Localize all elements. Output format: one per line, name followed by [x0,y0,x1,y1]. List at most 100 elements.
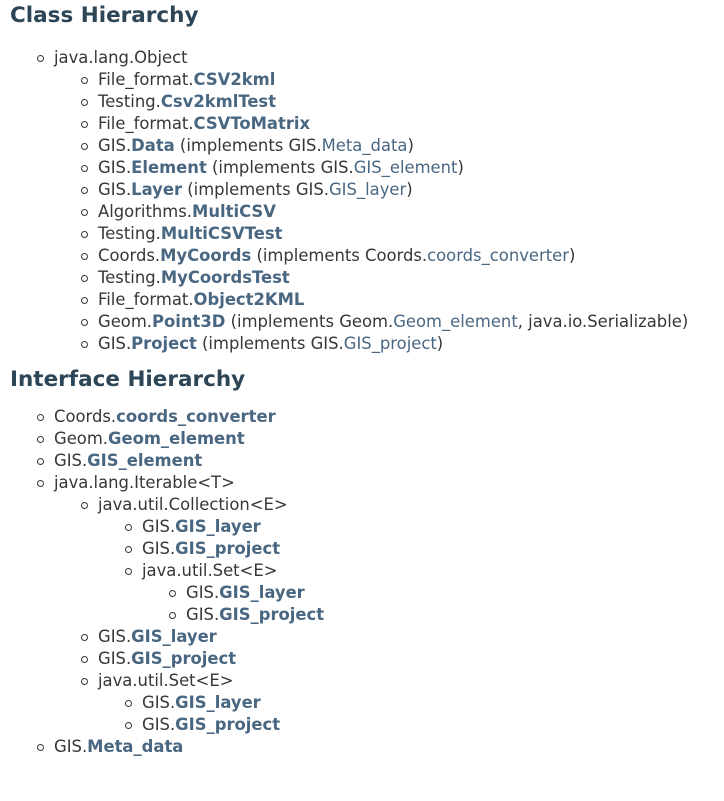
interface-link[interactable]: GIS_project [131,649,237,668]
set-label: java.util.Set<E> [142,561,278,580]
tree-item: GIS.GIS_layer [81,626,724,648]
package-name: File_format. [98,290,194,309]
implements-prefix: (implements GIS. [182,180,329,199]
implements-suffix: ) [406,180,413,199]
tree-item: GIS.GIS_project [125,714,724,736]
class-hierarchy-heading: Class Hierarchy [10,3,199,28]
class-link[interactable]: Project [131,334,197,353]
tree-item: java.lang.Iterable<T> java.util.Collecti… [37,472,724,736]
package-name: Algorithms. [98,202,193,221]
implemented-interface-link[interactable]: coords_converter [427,246,569,265]
implements-prefix: (implements GIS. [196,334,344,353]
class-link[interactable]: Element [131,158,207,177]
implemented-interface-link[interactable]: Meta_data [321,136,408,155]
tree-item: Coords.coords_converter [37,406,724,428]
package-name: Coords. [98,246,161,265]
tree-item: GIS.GIS_element [37,450,724,472]
interface-link[interactable]: coords_converter [116,407,276,426]
interface-link[interactable]: GIS_layer [175,693,261,712]
implements-suffix: , java.io.Serializable) [517,312,689,331]
tree-item: GIS.Layer (implements GIS.GIS_layer) [81,179,724,201]
package-name: GIS. [186,583,220,602]
interface-link[interactable]: Meta_data [87,737,184,756]
package-name: GIS. [98,649,132,668]
implements-suffix: ) [457,158,464,177]
class-link[interactable]: MyCoords [160,246,252,265]
package-name: GIS. [54,451,88,470]
tree-item: GIS.Element (implements GIS.GIS_element) [81,157,724,179]
set-children: GIS.GIS_layer GIS.GIS_project [142,582,724,626]
package-name: Testing. [98,92,161,111]
interface-link[interactable]: GIS_layer [175,517,261,536]
package-name: Testing. [98,224,161,243]
interface-link[interactable]: GIS_layer [219,583,305,602]
package-name: GIS. [186,605,220,624]
package-name: GIS. [54,737,88,756]
implemented-interface-link[interactable]: Geom_element [393,312,518,331]
class-link[interactable]: MyCoordsTest [160,268,290,287]
class-link[interactable]: MultiCSVTest [160,224,283,243]
set-children: GIS.GIS_layer GIS.GIS_project [98,692,724,736]
class-link[interactable]: Csv2kmlTest [160,92,277,111]
tree-item: java.util.Set<E> GIS.GIS_layer GIS.GIS_p… [81,670,724,736]
interface-link[interactable]: GIS_project [175,715,281,734]
implemented-interface-link[interactable]: GIS_element [353,158,458,177]
collection-label: java.util.Collection<E> [98,495,288,514]
package-name: File_format. [98,70,194,89]
class-link[interactable]: Layer [131,180,183,199]
tree-item: Geom.Point3D (implements Geom.Geom_eleme… [81,311,724,333]
interface-link[interactable]: Geom_element [108,429,245,448]
interface-hierarchy-heading: Interface Hierarchy [10,367,246,392]
set-label: java.util.Set<E> [98,671,234,690]
tree-item: GIS.GIS_layer [169,582,724,604]
package-name: GIS. [98,136,132,155]
tree-item: Testing.Csv2kmlTest [81,91,724,113]
implements-suffix: ) [407,136,414,155]
implemented-interface-link[interactable]: GIS_layer [328,180,407,199]
tree-item: GIS.GIS_layer [125,692,724,714]
tree-item: GIS.GIS_project [81,648,724,670]
interface-tree: Coords.coords_converter Geom.Geom_elemen… [0,406,724,758]
tree-item: GIS.GIS_project [169,604,724,626]
tree-item: java.util.Set<E> GIS.GIS_layer GIS.GIS_p… [125,560,724,626]
interface-link[interactable]: GIS_project [219,605,325,624]
implemented-interface-link[interactable]: GIS_project [343,334,437,353]
tree-item: GIS.GIS_layer [125,516,724,538]
interface-link[interactable]: GIS_layer [131,627,217,646]
implements-suffix: ) [436,334,444,353]
object-label: java.lang.Object [54,48,188,67]
interface-link[interactable]: GIS_element [87,451,203,470]
package-name: GIS. [98,158,132,177]
package-name: GIS. [142,693,176,712]
iterable-children: java.util.Collection<E> GIS.GIS_layer GI… [54,494,724,736]
class-link[interactable]: CSVToMatrix [193,114,311,133]
package-name: GIS. [142,715,176,734]
tree-item: Algorithms.MultiCSV [81,201,724,223]
tree-item: GIS.GIS_project [125,538,724,560]
implements-prefix: (implements GIS. [174,136,322,155]
package-name: GIS. [98,334,132,353]
package-name: GIS. [142,517,176,536]
implements-prefix: (implements Geom. [225,312,394,331]
package-name: GIS. [142,539,176,558]
class-link[interactable]: CSV2kml [193,70,276,89]
class-link[interactable]: Object2KML [193,290,305,309]
class-link[interactable]: Data [131,136,175,155]
tree-item: File_format.CSVToMatrix [81,113,724,135]
class-link[interactable]: MultiCSV [192,202,276,221]
tree-item: Testing.MultiCSVTest [81,223,724,245]
implements-prefix: (implements Coords. [251,246,428,265]
implements-prefix: (implements GIS. [206,158,354,177]
package-name: Geom. [54,429,108,448]
interface-link[interactable]: GIS_project [175,539,281,558]
class-link[interactable]: Point3D [152,312,226,331]
package-name: GIS. [98,627,132,646]
package-name: GIS. [98,180,132,199]
package-name: Geom. [98,312,152,331]
tree-item: java.util.Collection<E> GIS.GIS_layer GI… [81,494,724,626]
package-name: Testing. [98,268,161,287]
tree-item: Testing.MyCoordsTest [81,267,724,289]
implements-suffix: ) [568,246,576,265]
